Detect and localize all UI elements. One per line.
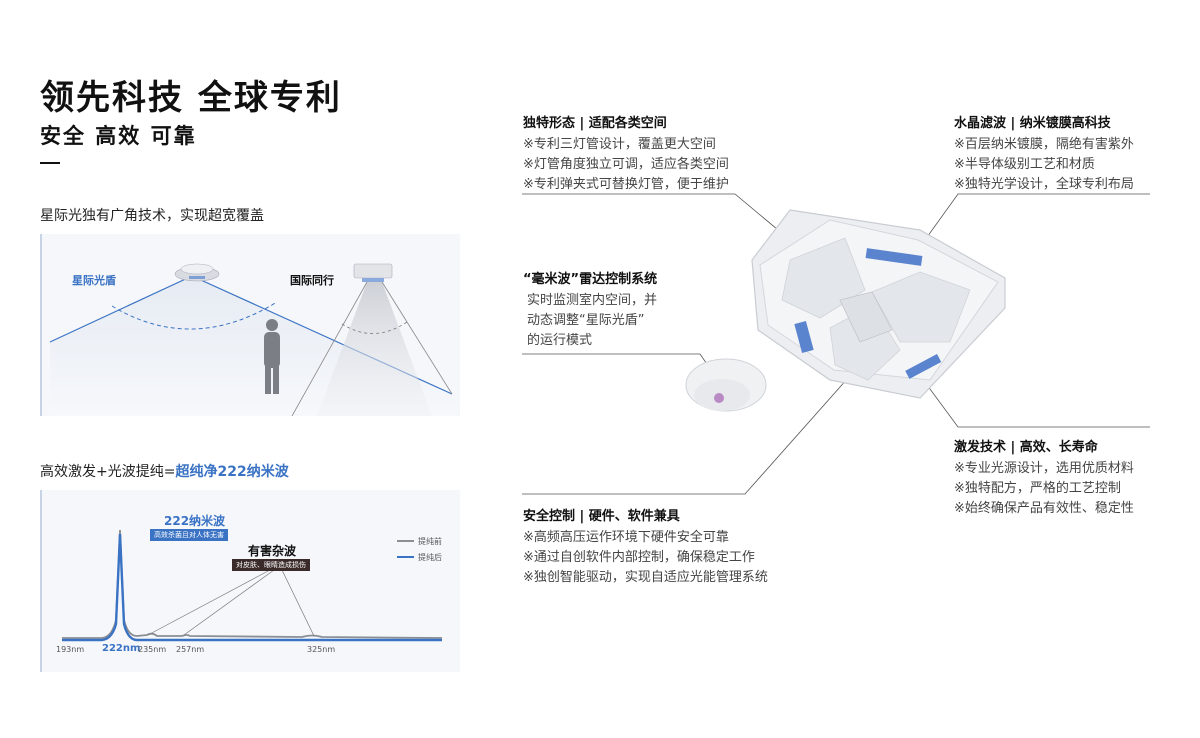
feature-line: ※专业光源设计，选用优质材料 [954, 461, 1134, 476]
product-illustration [522, 193, 1150, 495]
leader-line [522, 341, 881, 495]
page-subtitle: 安全 高效 可靠 [40, 124, 197, 148]
tick-label: 222nm [102, 643, 141, 654]
feature-line: ※灯管角度独立可调，适应各类空间 [523, 157, 729, 172]
spectrum-panel: 222纳米波 高效杀菌且对人体无害 有害杂波 对皮肤、眼睛造成损伤 提纯前 提纯… [40, 490, 460, 672]
spectrum-heading-prefix: 高效激发+光波提纯= [40, 464, 176, 480]
feature-line: 的运行模式 [527, 333, 593, 348]
feature-excitation-title: 激发技术 | 高效、长寿命 [954, 440, 1098, 455]
competitor-device-icon [353, 263, 393, 279]
narrow-beam-edge-left [291, 281, 368, 417]
feature-line: ※独创智能驱动，实现自适应光能管理系统 [523, 570, 768, 585]
curve-after [62, 533, 442, 642]
peak-sub: 高效杀菌且对人体无害 [150, 529, 228, 541]
feature-line: ※专利三灯管设计，覆盖更大空间 [523, 137, 716, 152]
coverage-arc [111, 301, 278, 330]
spectrum-heading: 高效激发+光波提纯=超纯净222纳米波 [40, 461, 289, 481]
feature-line: 动态调整“星际光盾” [527, 313, 645, 328]
page-title: 领先科技 全球专利 [40, 78, 342, 118]
coverage-illustration [49, 263, 460, 417]
feature-line: 实时监测室内空间，并 [527, 293, 658, 308]
spectrum-chart [62, 529, 443, 642]
feature-line: ※半导体级别工艺和材质 [954, 157, 1095, 172]
coverage-heading: 星际光独有广角技术，实现超宽覆盖 [40, 208, 264, 224]
feature-shape-title: 独特形态 | 适配各类空间 [523, 116, 667, 131]
legend-before: 提纯前 [418, 537, 442, 546]
narrow-arc [341, 321, 408, 334]
feature-line: ※通过自创软件内部控制，确保稳定工作 [523, 550, 755, 565]
feature-shape: 独特形态 | 适配各类空间 ※专利三灯管设计，覆盖更大空间 ※灯管角度独立可调，… [523, 112, 729, 195]
radar-sensor-icon [685, 358, 767, 412]
feature-radar: “毫米波”雷达控制系统 实时监测室内空间，并 动态调整“星际光盾” 的运行模式 [523, 268, 657, 351]
tick-label: 193nm [56, 645, 85, 654]
coverage-label-right: 国际同行 [290, 274, 334, 287]
feature-radar-title: “毫米波”雷达控制系统 [523, 272, 658, 287]
person-icon [264, 319, 280, 394]
title-divider [40, 162, 60, 164]
tick-label: 325nm [307, 645, 336, 654]
feature-line: ※专利弹夹式可替换灯管，便于维护 [523, 177, 729, 192]
legend-after: 提纯后 [418, 553, 442, 562]
feature-filter: 水晶滤波 | 纳米镀膜高科技 ※百层纳米镀膜，隔绝有害紫外 ※半导体级别工艺和材… [954, 112, 1134, 195]
harm-sub: 对皮肤、眼睛造成损伤 [232, 559, 310, 571]
feature-line: ※独特光学设计，全球专利布局 [954, 177, 1134, 192]
feature-line: ※百层纳米镀膜，隔绝有害紫外 [954, 137, 1134, 152]
feature-safety: 安全控制 | 硬件、软件兼具 ※高频高压运作环境下硬件安全可靠 ※通过自创软件内… [523, 505, 768, 588]
feature-filter-title: 水晶滤波 | 纳米镀膜高科技 [954, 116, 1111, 131]
wide-beam-edge-left [49, 275, 193, 343]
coverage-label-left: 星际光盾 [72, 274, 116, 287]
feature-line: ※独特配方，严格的工艺控制 [954, 481, 1121, 496]
tick-label: 257nm [176, 645, 205, 654]
spectrum-heading-highlight: 超纯净222纳米波 [175, 464, 289, 480]
feature-line: ※高频高压运作环境下硬件安全可靠 [523, 530, 729, 545]
narrow-beam-edge-right [381, 281, 453, 395]
feature-line: ※始终确保产品有效性、稳定性 [954, 501, 1134, 516]
feature-safety-title: 安全控制 | 硬件、软件兼具 [523, 509, 680, 524]
leader-line [915, 369, 1150, 428]
tick-label: 235nm [138, 645, 167, 654]
feature-excitation: 激发技术 | 高效、长寿命 ※专业光源设计，选用优质材料 ※独特配方，严格的工艺… [954, 436, 1134, 519]
device-body [751, 209, 1006, 399]
narrow-beam [317, 282, 432, 416]
peak-label: 222纳米波 [164, 514, 226, 528]
harm-label: 有害杂波 [248, 544, 297, 558]
coverage-panel: 星际光盾 国际同行 [40, 234, 460, 417]
